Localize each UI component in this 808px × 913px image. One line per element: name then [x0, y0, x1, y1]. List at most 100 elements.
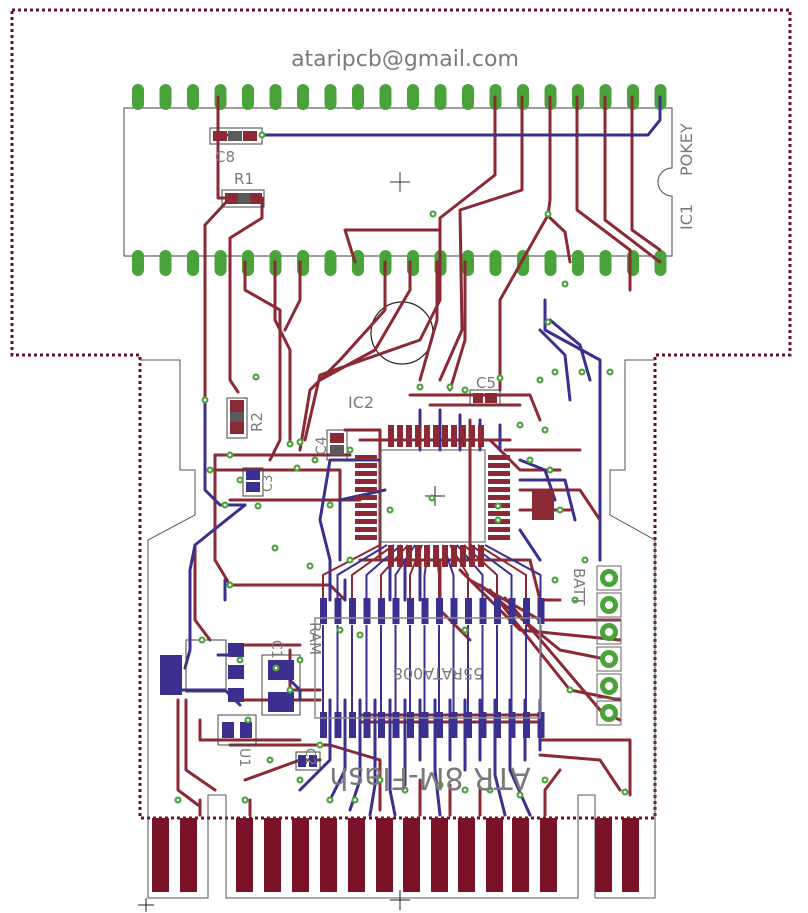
pokey-pin-pad [599, 250, 612, 276]
ram-pin-pad [436, 598, 443, 624]
via-hole [348, 448, 352, 452]
ic2-pin [388, 545, 394, 567]
via-hole [238, 478, 242, 482]
via-hole [608, 370, 612, 374]
label-r2: R2 [248, 412, 266, 432]
ic2-pin [415, 425, 421, 447]
ic2-pin [355, 535, 377, 540]
via-hole [563, 282, 567, 286]
via-hole [448, 385, 452, 389]
ic2-pin [388, 425, 394, 447]
via-hole [288, 442, 292, 446]
via-hole [583, 558, 587, 562]
pokey-pin-pad [544, 250, 557, 276]
ram-fanout-trace [322, 544, 381, 598]
via-hole [573, 598, 577, 602]
via-hole [378, 778, 382, 782]
edge-contact [595, 818, 612, 892]
pokey-pin-pad [214, 84, 227, 110]
ic2-pin [488, 495, 510, 500]
ram-pin-pad [494, 598, 501, 624]
batt-pin-outline [596, 700, 622, 726]
pokey-pin-pad [187, 84, 199, 110]
edge-contact [403, 818, 420, 892]
via-hole [246, 718, 250, 722]
cartridge-outline [140, 359, 656, 899]
batt-pin-outline [596, 673, 622, 699]
ic2-pin [488, 455, 510, 460]
edge-contact [264, 818, 281, 892]
pokey-pin-pad [132, 84, 144, 110]
ram-pin-pad [334, 598, 342, 624]
ram-pin-pad [436, 712, 443, 738]
via-hole [518, 423, 522, 427]
ram-pin-pad [508, 598, 516, 624]
ram-pin-pad [407, 712, 414, 738]
via-hole [438, 783, 442, 787]
via-hole [200, 638, 204, 642]
pokey-pin-pad [407, 84, 419, 110]
via-hole [558, 508, 562, 512]
ram-pin-pad [508, 712, 516, 738]
via-hole [538, 378, 542, 382]
ram-pin-pad [363, 712, 371, 738]
ic2-pin [488, 479, 510, 484]
pokey-pin-pad [159, 84, 172, 110]
via-hole [543, 428, 547, 432]
edge-connector-contacts [152, 818, 639, 892]
label-c2: C2 [302, 748, 317, 765]
ic2-pin [469, 425, 475, 447]
ram-pin-pad [392, 712, 400, 738]
via-hole [288, 688, 292, 692]
via-hole [328, 798, 332, 802]
ic2-pin [488, 511, 510, 516]
battery-header [596, 565, 622, 726]
ic2-pin [355, 471, 377, 476]
via-hole [496, 504, 500, 508]
via-hole [318, 743, 322, 747]
label-c8: C8 [215, 148, 235, 166]
ic2-pin [355, 495, 377, 500]
ram-fanout-trace [336, 544, 388, 598]
pokey-pin-pad [462, 84, 474, 110]
label-u1: U1 [236, 748, 252, 767]
pokey-pin-pad [352, 250, 364, 276]
pokey-pin-pad [379, 84, 392, 110]
batt-pin-outline [596, 646, 622, 672]
ram-pin-pad [378, 712, 385, 738]
edge-contact [376, 818, 393, 892]
ic2-pin [355, 487, 377, 492]
ic2-pin [460, 545, 466, 567]
pokey-pin-pad [572, 250, 584, 276]
board-outline [10, 8, 792, 820]
ram-pin-pad [523, 712, 530, 738]
via-hole [528, 458, 532, 462]
ram-pin-pad [421, 598, 429, 624]
ram-pin-pad [523, 598, 530, 624]
via-hole [228, 453, 232, 457]
edge-contact [486, 818, 503, 892]
ic2-pin [451, 425, 457, 447]
pokey-pin-row-top [132, 84, 667, 110]
pokey-pin-pad [187, 250, 199, 276]
pokey-pin-pad [269, 84, 282, 110]
origin-marks [138, 890, 410, 912]
label-ram: RAM [306, 622, 324, 655]
batt-pin-hole [605, 628, 613, 636]
via-hole [623, 790, 627, 794]
pokey-pin-pad [352, 84, 364, 110]
pokey-pin-pad [214, 250, 227, 276]
ram-fanout-trace [470, 544, 513, 598]
label-c5: C5 [476, 374, 496, 392]
pokey-pin-pad [159, 250, 172, 276]
via-hole [518, 793, 522, 797]
label-ic2: IC2 [348, 393, 374, 412]
ic2-pins [355, 425, 510, 567]
via-hole [388, 508, 392, 512]
pokey-label: POKEY [677, 123, 696, 176]
via-hole [568, 688, 572, 692]
ram-fanout-trace [351, 544, 395, 598]
via-hole [295, 466, 299, 470]
ic2-pin [406, 545, 412, 567]
ic2-pin [451, 545, 457, 567]
